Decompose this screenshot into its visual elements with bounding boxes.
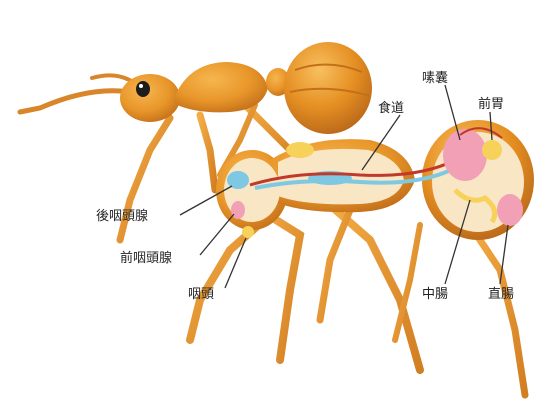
upper-ant-eye-highlight [139,84,143,88]
dissected-ant-leg [260,210,300,360]
label-midgut: 中腸 [422,287,448,302]
thorax-gland-organ [286,142,314,158]
rectum-organ [497,194,523,226]
upper-ant-leg [200,115,215,190]
crop-organ [443,129,487,181]
label-esophagus: 食道 [378,100,404,116]
label-proventriculus: 前胃 [478,96,504,112]
label-crop: 嗉囊 [422,70,448,86]
upper-ant-head [120,74,180,122]
dissected-ant-leg [470,225,525,395]
upper-ant-antenna [20,91,130,112]
proventriculus-organ [482,140,502,160]
upper-ant-thorax [175,62,268,112]
prepharyngeal-gland-organ [231,201,245,219]
label-postpharyngeal-gland: 後咽頭腺 [96,209,148,224]
label-pharynx: 咽頭 [188,287,214,302]
label-prepharyngeal-gland: 前咽頭腺 [120,250,172,266]
upper-ant-eye [136,81,150,97]
dissected-ant-leg [320,210,350,320]
label-rectum: 直腸 [488,287,514,302]
pharynx-organ [242,226,254,238]
